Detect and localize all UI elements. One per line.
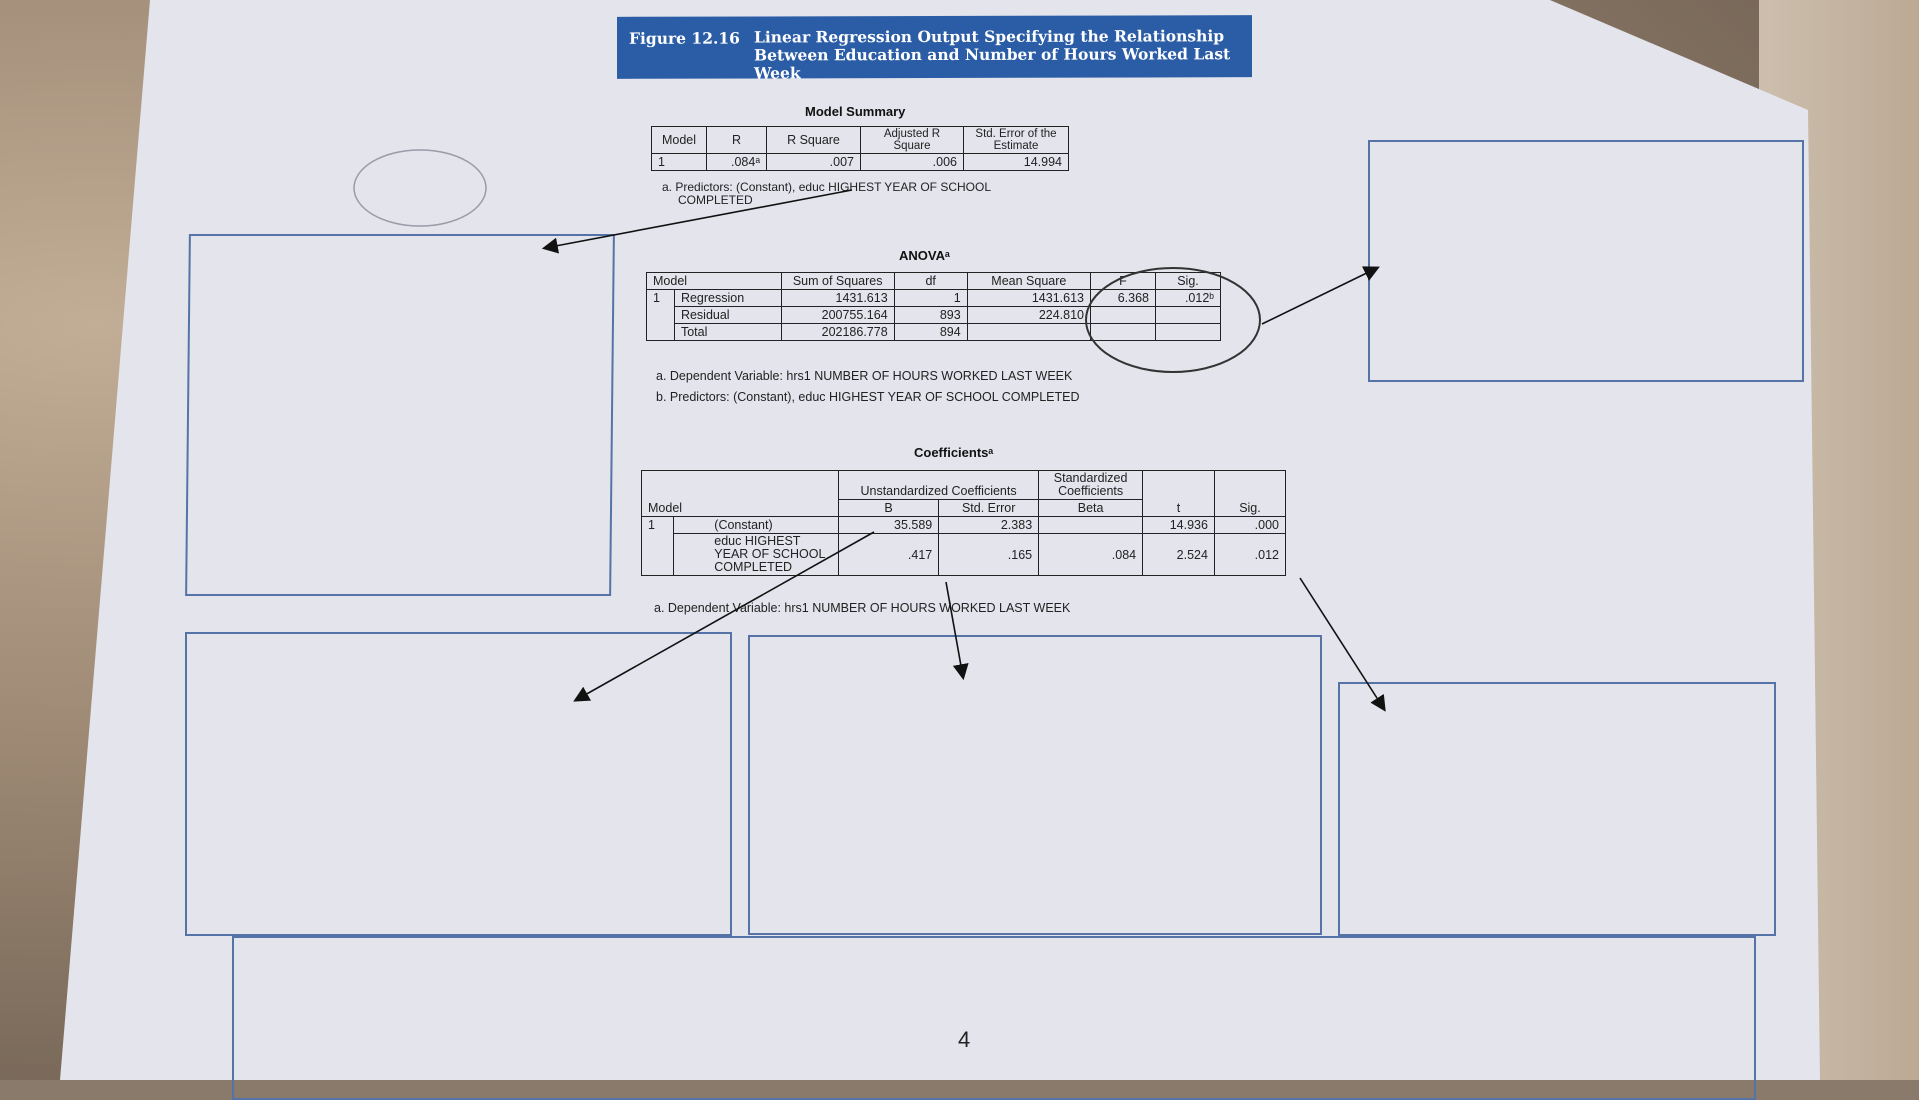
table-row: Total 202186.778 894 (647, 323, 1221, 341)
table-row: educ HIGHEST YEAR OF SCHOOL COMPLETED .4… (642, 533, 1287, 576)
anova-note-b: b. Predictors: (Constant), educ HIGHEST … (656, 390, 1080, 404)
coefficients-caption: Coefficientsᵃ (914, 445, 994, 460)
answer-box-bottom-right[interactable] (1338, 682, 1776, 936)
model-summary-caption: Model Summary (805, 104, 906, 119)
anova-caption: ANOVAᵃ (899, 248, 950, 263)
model-summary-note: a. Predictors: (Constant), educ HIGHEST … (662, 180, 991, 207)
coefficients-note: a. Dependent Variable: hrs1 NUMBER OF HO… (654, 601, 1071, 615)
arrow-to-bottom-middle-box (945, 581, 969, 681)
coefficients-table: Model Unstandardized Coefficients Standa… (640, 470, 1287, 576)
table-header-row: Model Sum of Squares df Mean Square F Si… (646, 272, 1221, 290)
table-row: Residual 200755.164 893 224.810 (647, 306, 1221, 324)
table-header-row: B Std. Error Beta (642, 499, 1286, 517)
page-number: 4 (958, 1027, 971, 1052)
arrow-to-bottom-right-box (1299, 577, 1386, 712)
answer-box-bottom-middle[interactable] (748, 635, 1322, 935)
arrow-to-right-box (1261, 266, 1380, 325)
anova-table: Model Sum of Squares df Mean Square F Si… (646, 272, 1221, 341)
anova-note-a: a. Dependent Variable: hrs1 NUMBER OF HO… (656, 369, 1073, 383)
f-sig-circle-mark (1085, 267, 1261, 373)
table-row: 1 .084ᵃ .007 .006 14.994 (651, 153, 1069, 171)
answer-box-bottom-left[interactable] (185, 632, 732, 936)
arrow-to-bottom-left-box (573, 531, 875, 702)
pencil-circle-mark (353, 149, 487, 227)
arrow-to-left-box (541, 189, 853, 254)
model-summary-table: Model R R Square Adjusted R Square Std. … (651, 126, 1069, 171)
answer-box-right[interactable] (1368, 140, 1804, 382)
table-group-header-row: Model Unstandardized Coefficients Standa… (641, 470, 1287, 517)
